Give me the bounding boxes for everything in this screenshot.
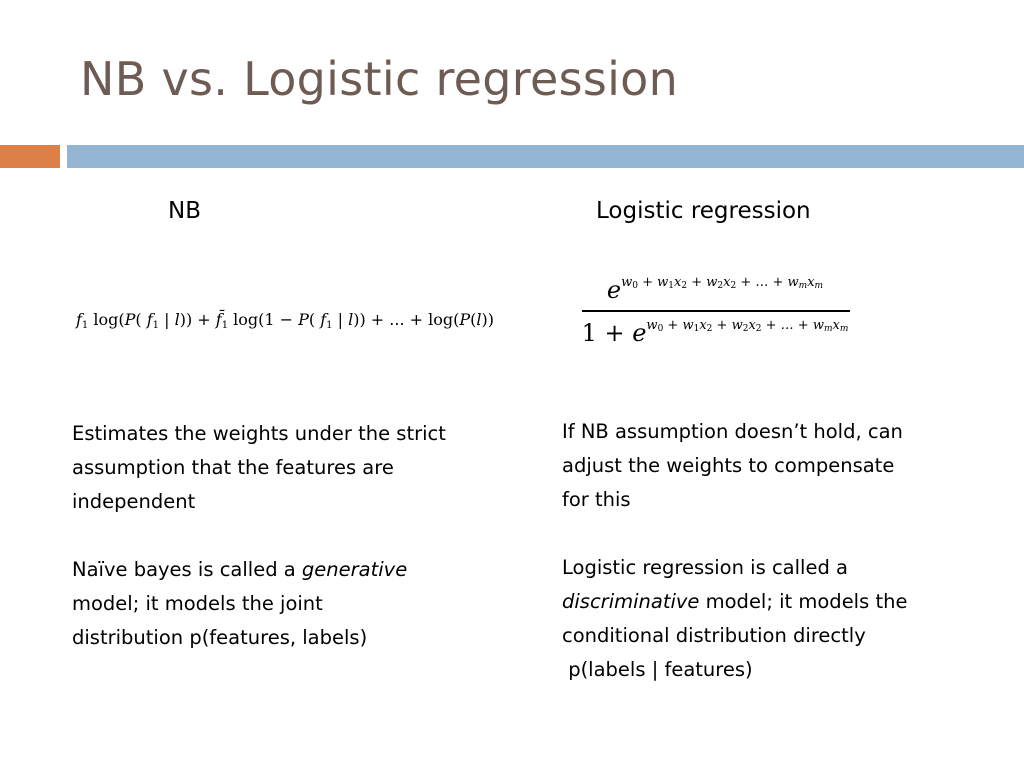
fraction-bar (582, 310, 850, 312)
slide-title: NB vs. Logistic regression (80, 52, 679, 106)
logistic-formula-numerator: ew0 + w1x2 + w2x2 + … + wmxm (606, 275, 824, 304)
logistic-formula-denominator: 1 + ew0 + w1x2 + w2x2 + … + wmxm (581, 317, 849, 347)
logistic-formula: ew0 + w1x2 + w2x2 + … + wmxm 1 + ew0 + w… (580, 275, 850, 347)
nb-heading: NB (168, 198, 201, 224)
lr-discriminative-note: Logistic regression is called a discrimi… (562, 556, 908, 681)
nb-description: Estimates the weights under the strict a… (72, 422, 446, 513)
nb-generative-note: Naïve bayes is called a generative model… (72, 558, 408, 649)
logistic-regression-heading: Logistic regression (596, 198, 811, 224)
accent-bar-blue (67, 145, 1024, 168)
accent-bar-orange (0, 145, 60, 168)
nb-formula: f1 log(P( f1 | l)) + f̄1 log(1 − P( f1 |… (76, 310, 494, 331)
lr-description: If NB assumption doesn’t hold, can adjus… (562, 420, 903, 511)
